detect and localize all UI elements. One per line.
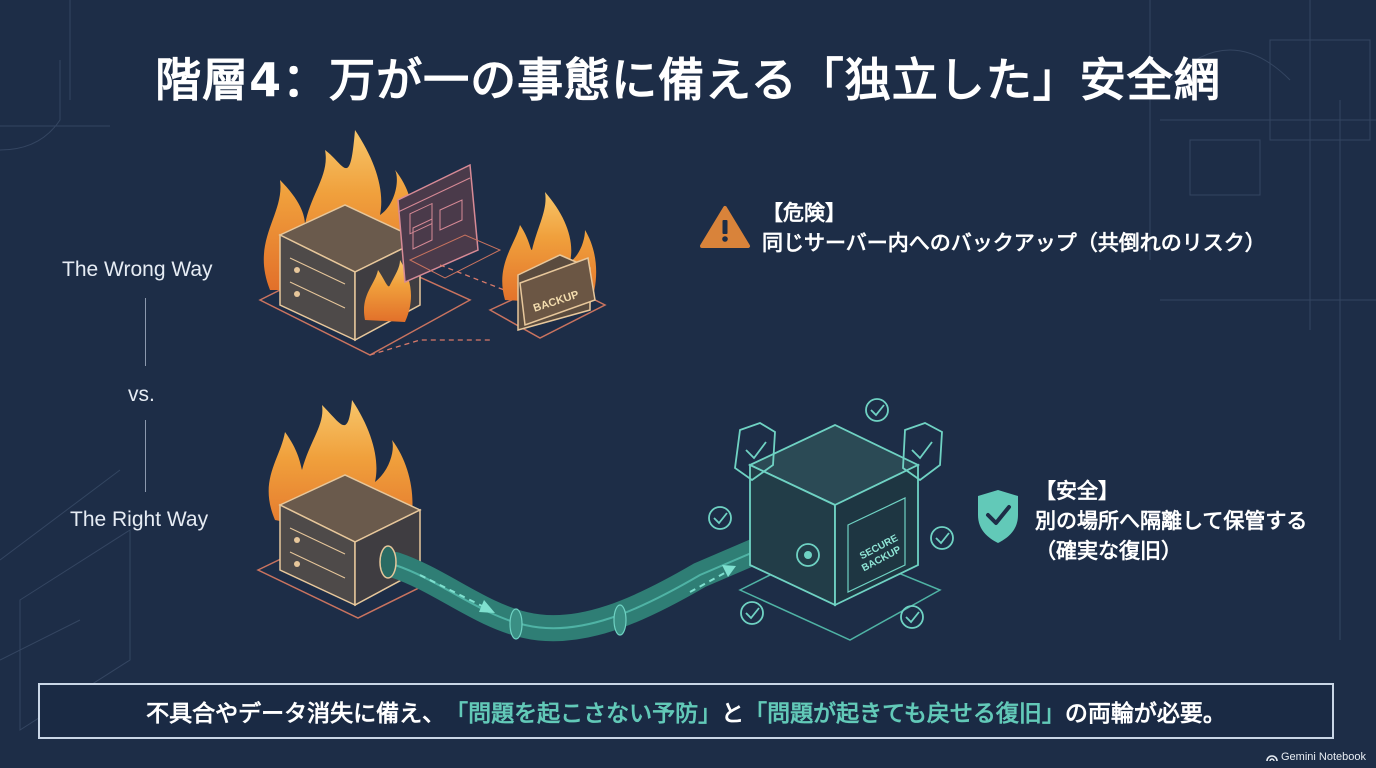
banner-text-3: の両輪が必要。: [1064, 701, 1226, 727]
transfer-pipe: [382, 532, 783, 642]
safe-text-1: 別の場所へ隔離して保管する: [1035, 509, 1308, 533]
page-title: 階層4：万が一の事態に備える「独立した」安全網: [155, 53, 1221, 107]
warning-icon: [700, 206, 750, 248]
check-circle-icon: [708, 398, 954, 629]
notebook-logo-icon: [1266, 754, 1278, 761]
banner-text-2: と: [721, 701, 745, 727]
danger-text: 同じサーバー内へのバックアップ（共倒れのリスク）: [762, 231, 1266, 255]
watermark-text: Gemini Notebook: [1281, 751, 1366, 763]
banner-highlight-recovery: 「問題が起きても戻せる復旧」: [744, 701, 1065, 727]
danger-callout: 【危険】 同じサーバー内へのバックアップ（共倒れのリスク）: [762, 198, 1266, 258]
watermark: Gemini Notebook: [1266, 751, 1366, 763]
summary-banner: 不具合やデータ消失に備え、 「問題を起こさない予防」 と 「問題が起きても戻せる…: [38, 683, 1334, 739]
divider-line-top: [145, 298, 146, 366]
divider-line-bottom: [145, 420, 146, 492]
banner-highlight-prevention: 「問題を起こさない予防」: [445, 701, 722, 727]
shield-icon: [734, 422, 943, 482]
safe-text-2: （確実な復旧）: [1035, 539, 1182, 563]
wrong-way-label: The Wrong Way: [62, 258, 213, 281]
danger-heading: 【危険】: [762, 201, 846, 225]
shield-check-icon: [978, 490, 1018, 543]
vs-label: vs.: [128, 383, 155, 406]
banner-text-1: 不具合やデータ消失に備え、: [146, 701, 446, 727]
wrong-way-scene: BACKUP: [258, 130, 607, 356]
right-way-label: The Right Way: [70, 508, 209, 531]
safe-heading: 【安全】: [1035, 479, 1119, 503]
safe-callout: 【安全】 別の場所へ隔離して保管する （確実な復旧）: [1035, 476, 1307, 566]
right-way-scene: SECURE BACKUP: [256, 398, 954, 642]
